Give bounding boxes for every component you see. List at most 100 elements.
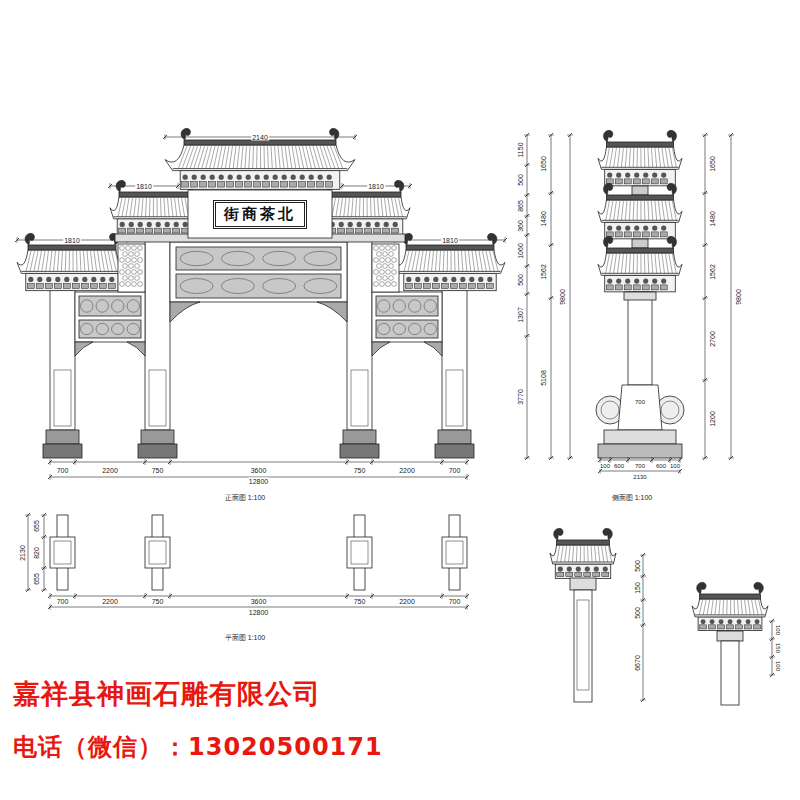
roof-tile (658, 148, 660, 167)
roof-tile (755, 600, 758, 615)
roof-tile (313, 146, 319, 169)
roof-tile (352, 198, 353, 217)
bracket (660, 285, 667, 290)
roof (598, 130, 682, 185)
dimension-label: 12800 (248, 478, 269, 485)
roof-post (632, 186, 648, 195)
bracket (192, 175, 197, 180)
roof-tile (348, 198, 350, 217)
dimension-label: 700 (448, 598, 462, 605)
roof-tile (249, 146, 250, 169)
dimension-tick (524, 216, 530, 217)
roof-tile (408, 251, 413, 271)
lattice-cell (374, 282, 379, 287)
eave-line (21, 271, 122, 272)
side-lintel (75, 292, 145, 342)
roof-tile (310, 146, 316, 169)
roof-tile (182, 146, 190, 169)
bracket (634, 172, 639, 177)
dimension-tick (769, 639, 775, 640)
roof-tile (669, 254, 672, 273)
roof-tile (168, 198, 170, 217)
dimension-tick (703, 456, 707, 460)
bracket (55, 277, 60, 282)
lattice-cell (123, 252, 128, 257)
dimension-tick (25, 590, 31, 591)
roof-tile (609, 546, 612, 562)
eave-line (601, 167, 678, 168)
dimension-tick (549, 191, 553, 195)
dimension-label: 500 (517, 173, 524, 187)
roof-surface (17, 250, 127, 273)
bracket (182, 181, 189, 187)
carving (378, 323, 390, 334)
roof-tile (587, 546, 589, 562)
dimension-tick (442, 593, 443, 599)
dimension-tick (163, 135, 167, 139)
bracket (405, 283, 412, 288)
stone-column (50, 290, 75, 430)
roof-tile (629, 201, 630, 220)
bracket (81, 283, 88, 288)
lattice-cell (389, 252, 394, 257)
dimension-tick (525, 193, 529, 197)
bracket (602, 572, 609, 576)
bracket (468, 283, 475, 288)
column-footprint (347, 537, 372, 568)
carving (81, 323, 93, 334)
dimension-tick (465, 605, 469, 609)
bracket (642, 285, 649, 290)
roof-tile (569, 546, 571, 562)
carving (221, 251, 254, 265)
dimension-tick (370, 460, 374, 464)
plan-view (50, 515, 467, 590)
bracket-row (26, 273, 118, 290)
dimension-tick (702, 193, 708, 194)
bracket (661, 278, 666, 283)
roof-tile (229, 146, 232, 169)
company-name: 嘉祥县神画石雕有限公司 (12, 680, 322, 707)
carving (263, 251, 296, 265)
roof-tile (621, 201, 623, 220)
lattice-cell (386, 258, 391, 263)
roof-tile (665, 254, 668, 273)
lattice-cell (135, 276, 140, 281)
roof-tile (370, 198, 372, 217)
corner-brace (317, 302, 347, 322)
dimension-tick (548, 298, 554, 299)
lattice-cell (132, 246, 137, 251)
roof-tile (194, 146, 201, 169)
bracket (290, 181, 297, 187)
roof-tile (752, 600, 755, 615)
roof-tile (610, 201, 613, 220)
roof-tile (454, 251, 456, 271)
dimension-tick (26, 588, 30, 592)
eave-line (173, 168, 348, 169)
dimension-tick (640, 700, 646, 701)
bracket (469, 277, 474, 282)
dimension-label: 600 (655, 463, 667, 469)
roof-tile (644, 148, 646, 167)
lattice-cell (374, 246, 379, 251)
dimension-label: 1480 (709, 210, 716, 228)
dimension-tick (50, 593, 51, 599)
bracket (728, 619, 733, 624)
bracket (625, 278, 630, 283)
dimension-tick (703, 378, 707, 382)
ridge-ornament (487, 233, 496, 245)
dimension-label: 6670 (634, 654, 641, 672)
roof-tile (126, 198, 129, 217)
column-detail (717, 631, 743, 705)
base-block (618, 385, 662, 430)
dimension-label: 1650 (540, 155, 547, 173)
dimension-tick (703, 296, 707, 300)
roof-tile (621, 148, 623, 167)
dimension-tick (703, 191, 707, 195)
bracket (432, 283, 439, 288)
dimension-tick (48, 605, 52, 609)
dimension-tick (143, 594, 147, 598)
bracket (291, 175, 296, 180)
dimension-line (640, 553, 646, 702)
dimension-line (551, 135, 552, 458)
dimension-tick (342, 183, 343, 189)
